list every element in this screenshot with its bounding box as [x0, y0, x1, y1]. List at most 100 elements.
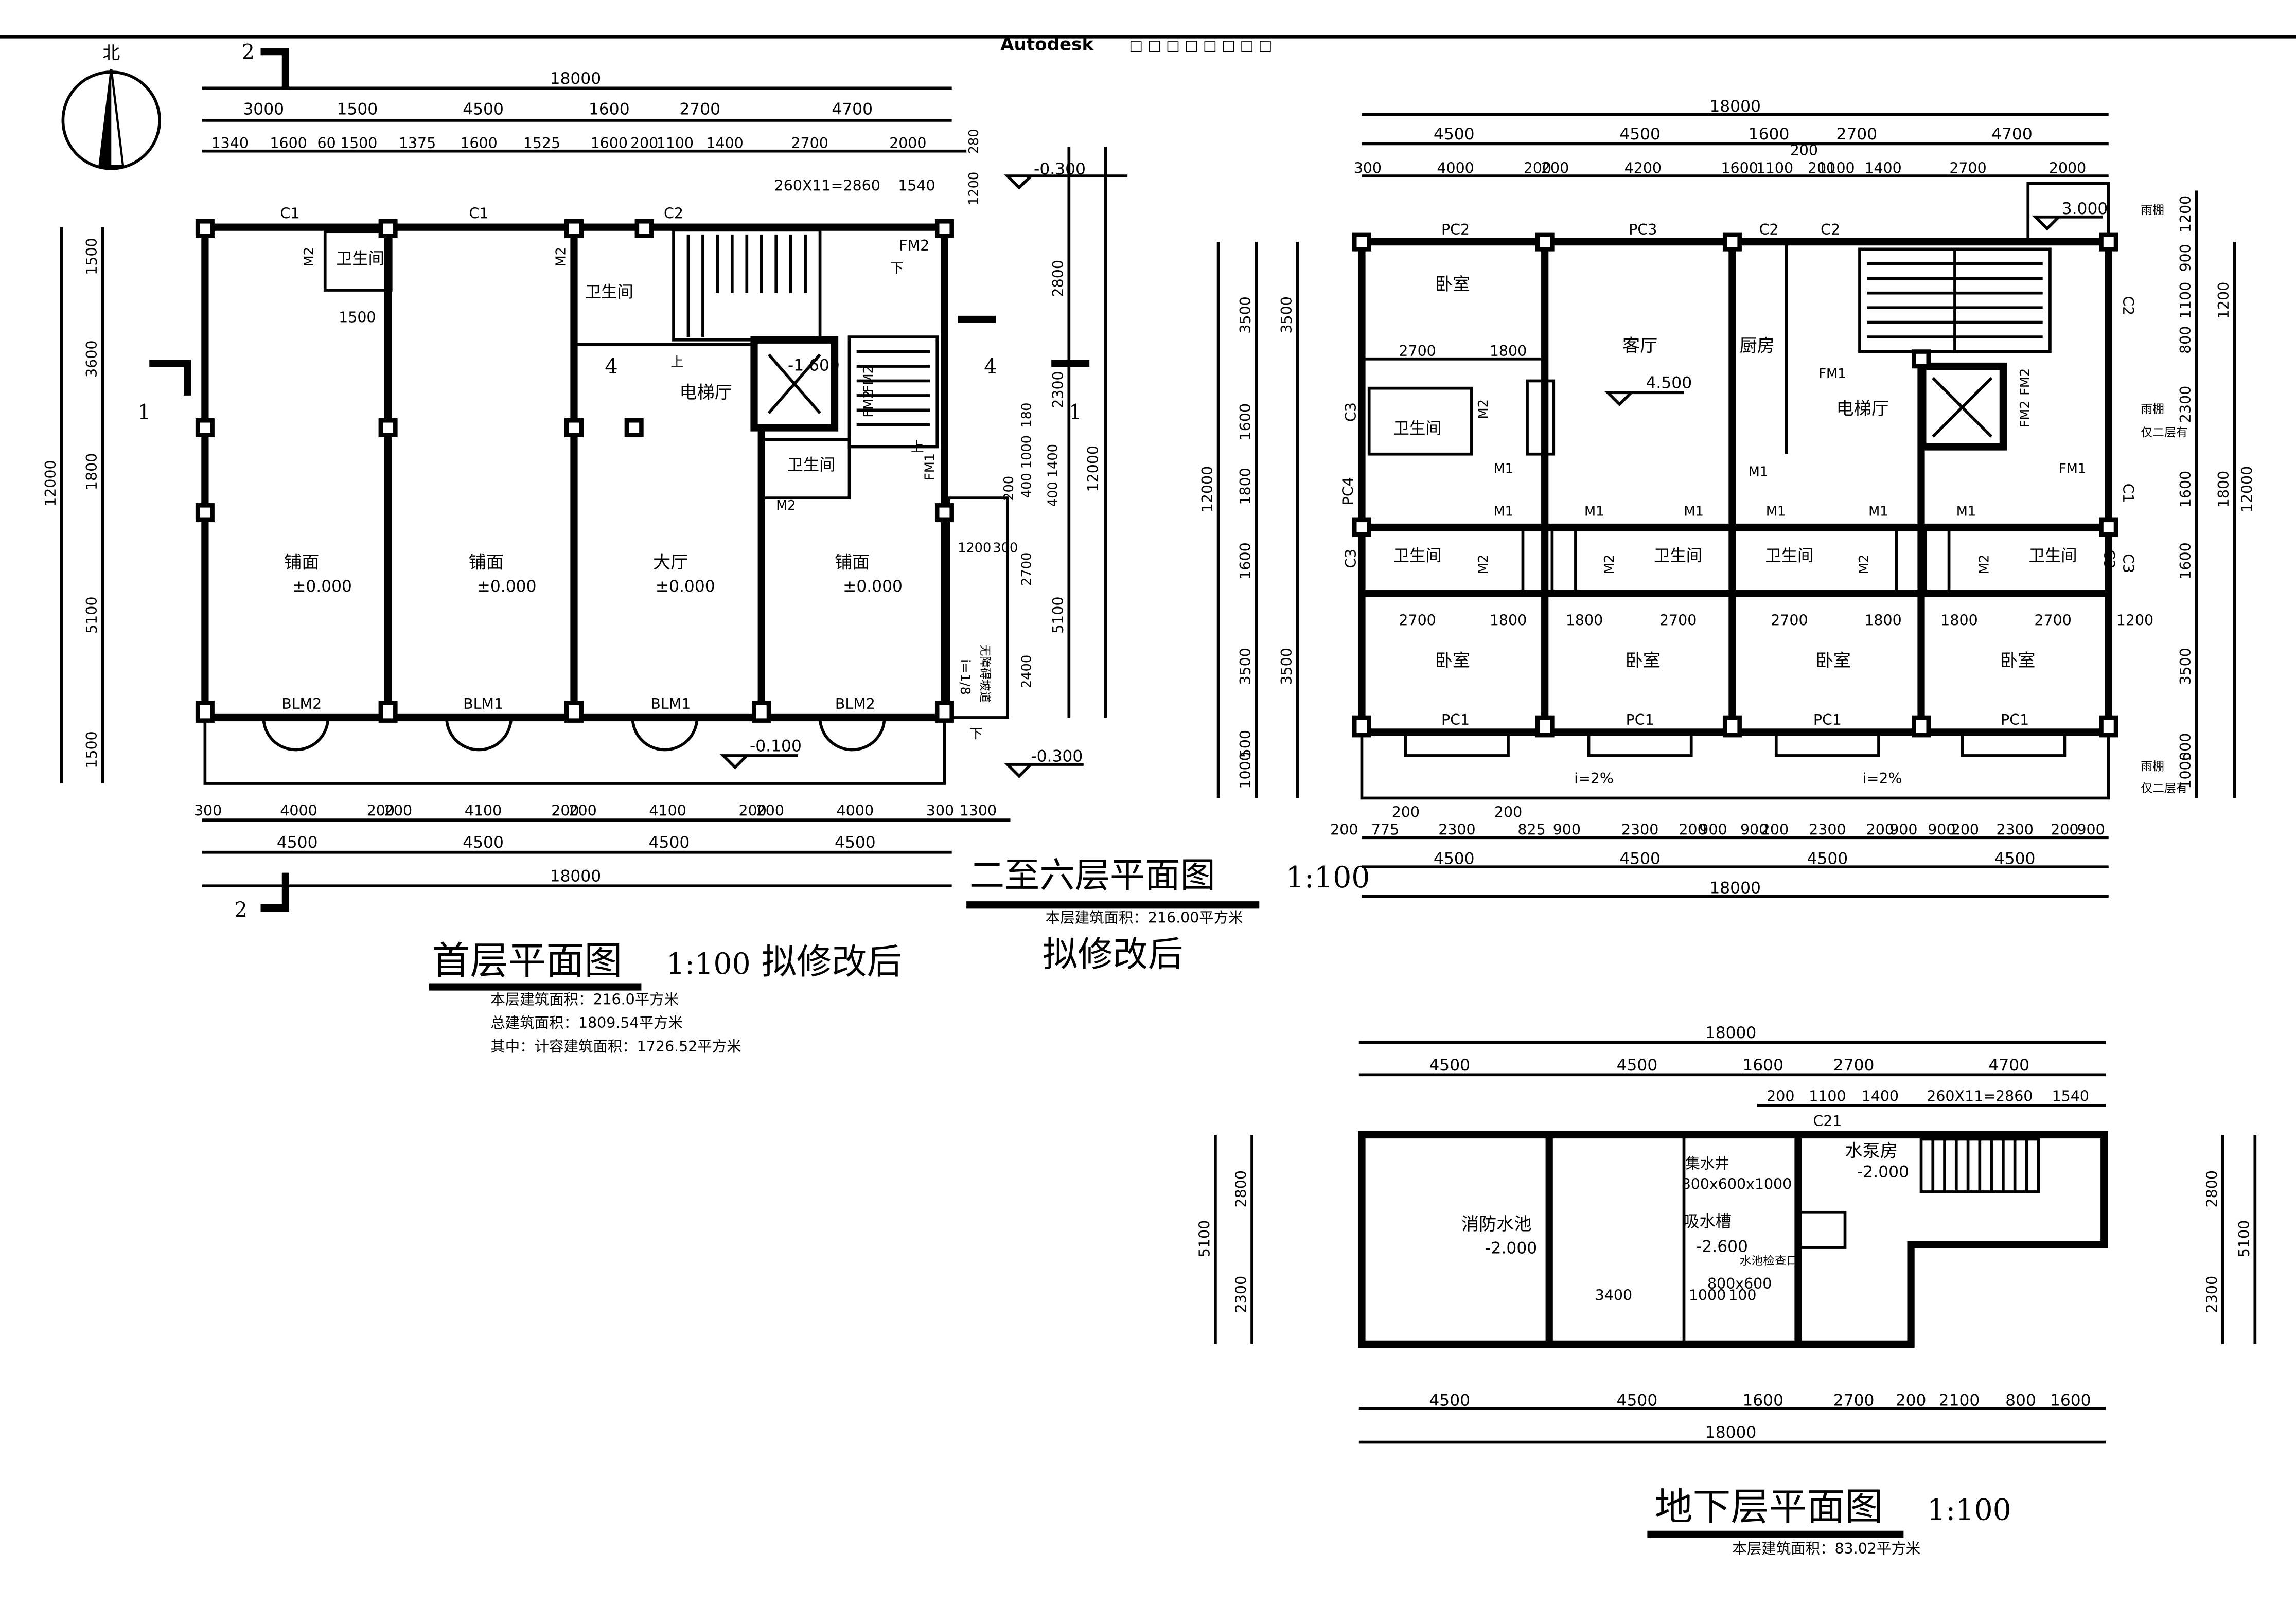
svg-text:1300: 1300: [960, 802, 997, 819]
basement-room-label: 集水井: [1685, 1155, 1729, 1172]
svg-text:60: 60: [317, 135, 335, 152]
svg-text:C3: C3: [1343, 549, 1359, 568]
svg-text:-0.300: -0.300: [1031, 747, 1083, 765]
svg-text:2: 2: [242, 40, 255, 64]
svg-text:4500: 4500: [1994, 850, 2036, 868]
svg-text:4500: 4500: [463, 833, 504, 852]
svg-text:M1: M1: [1956, 504, 1976, 519]
upper-top-dims: 18000 4500 4500 1600 2700 4700 300 4000 …: [1354, 97, 2109, 360]
ground-small-room: 电梯厅: [679, 383, 732, 403]
svg-text:18000: 18000: [1709, 879, 1761, 897]
autodesk-brand: Autodesk: [1000, 34, 1094, 55]
svg-text:2700: 2700: [1833, 1056, 1875, 1075]
svg-text:1800: 1800: [1490, 612, 1527, 629]
north-label: 北: [102, 43, 120, 63]
svg-text:4000: 4000: [1437, 159, 1474, 176]
basement-room-label: 水泵房: [1845, 1141, 1898, 1162]
svg-text:1500: 1500: [83, 238, 100, 275]
upper-room-label: 客厅: [1622, 336, 1657, 356]
ground-level-label: ±0.000: [843, 577, 903, 596]
svg-text:4500: 4500: [1429, 1391, 1470, 1409]
basement-area-line: 本层建筑面积：83.02平方米: [1732, 1540, 1920, 1557]
svg-text:500: 500: [2177, 733, 2194, 761]
svg-text:PC3: PC3: [1629, 221, 1657, 238]
basement-plan: 消防水池 水泵房 集水井 吸水槽 水池检查口 -2.000 -2.000 -2.…: [1196, 1024, 2257, 1557]
svg-text:PC1: PC1: [1813, 711, 1842, 728]
svg-text:400: 400: [1019, 473, 1034, 498]
upper-elevator: [1919, 362, 2007, 451]
basement-outer-wall: [1358, 1131, 2108, 1348]
svg-text:1800: 1800: [1940, 612, 1977, 629]
ground-door-label: BLM2: [835, 695, 875, 712]
svg-text:FM2: FM2: [861, 365, 876, 392]
ground-elevation-marks: -0.300 -0.100 -0.300 -1.600: [719, 160, 1128, 778]
svg-text:M2: M2: [1602, 555, 1617, 574]
svg-text:1600: 1600: [2050, 1391, 2091, 1409]
svg-text:4500: 4500: [463, 100, 504, 119]
ground-elevator: [750, 336, 839, 432]
upper-scale: 1:100: [1285, 861, 1370, 895]
ground-front-porch: [203, 716, 946, 785]
svg-text:C2: C2: [1821, 221, 1840, 238]
basement-level: -2.000: [1485, 1239, 1537, 1257]
svg-text:M2: M2: [302, 247, 317, 266]
svg-text:3500: 3500: [1237, 648, 1254, 685]
svg-text:2700: 2700: [1019, 552, 1034, 586]
ground-left-dims: 1500 3600 1800 5100 1500 12000: [42, 227, 104, 784]
upper-slope: i=2%: [1574, 770, 1614, 787]
upper-room-label: 卧室: [1435, 274, 1470, 295]
svg-text:下: 下: [969, 726, 983, 742]
upper-balcony-windows: [1404, 730, 2067, 757]
upper-bath-label: 卫生间: [1393, 419, 1442, 438]
basement-stair: [1919, 1137, 2040, 1193]
upper-window-labels: PC2 PC3 C2 C2 PC1 PC1 PC1 PC1 C3 C3 C3 P…: [1339, 221, 2136, 728]
svg-text:5100: 5100: [1196, 1220, 1213, 1257]
svg-text:1340: 1340: [211, 135, 249, 152]
svg-text:100: 100: [1728, 1287, 1756, 1304]
svg-text:1100: 1100: [1817, 159, 1855, 176]
svg-text:1200: 1200: [2215, 282, 2232, 319]
svg-text:4100: 4100: [465, 802, 502, 819]
basement-level: -2.600: [1696, 1238, 1748, 1256]
svg-text:1600: 1600: [1742, 1391, 1783, 1409]
basement-room-label: 消防水池: [1461, 1214, 1532, 1235]
upper-floors-plan: 卧室 客厅 厨房 电梯厅 卧室 卧室 卧室 卧室 卫生间 卫生间 卫生间 卫生间…: [966, 97, 2256, 975]
upper-room-label: 电梯厅: [1836, 399, 1888, 419]
svg-text:M2: M2: [1976, 555, 1992, 574]
upper-level: 4.500: [1646, 374, 1692, 392]
svg-text:4200: 4200: [1624, 159, 1662, 176]
svg-text:4500: 4500: [1617, 1391, 1658, 1409]
svg-text:1800: 1800: [83, 453, 100, 490]
svg-text:C2: C2: [2120, 296, 2136, 315]
svg-text:3500: 3500: [1278, 296, 1295, 333]
svg-text:1: 1: [1069, 400, 1082, 424]
svg-text:1500: 1500: [337, 100, 378, 119]
svg-text:C1: C1: [2120, 484, 2136, 503]
svg-text:900: 900: [1740, 822, 1768, 838]
svg-text:4500: 4500: [1434, 850, 1475, 868]
svg-text:1800: 1800: [1864, 612, 1901, 629]
ground-area-line: 本层建筑面积：216.0平方米: [490, 991, 679, 1008]
svg-text:1100: 1100: [1756, 159, 1793, 176]
svg-text:200: 200: [367, 802, 395, 819]
svg-text:1800: 1800: [1237, 468, 1254, 505]
ground-window-label: C1: [280, 205, 299, 222]
svg-text:PC2: PC2: [1441, 221, 1470, 238]
upper-bath-label: 卫生间: [1765, 546, 1813, 565]
ground-area-line: 其中：计容建筑面积：1726.52平方米: [490, 1038, 741, 1055]
upper-bath-label: 卫生间: [2029, 546, 2077, 565]
svg-text:2000: 2000: [889, 135, 926, 152]
ground-level-label: ±0.000: [477, 577, 537, 596]
svg-text:2700: 2700: [1399, 612, 1436, 629]
svg-text:200: 200: [1330, 822, 1358, 838]
upper-area-line: 本层建筑面积：216.00平方米: [1046, 909, 1243, 926]
svg-text:4500: 4500: [1434, 125, 1475, 144]
ground-small-room: 卫生间: [787, 456, 836, 474]
svg-text:4500: 4500: [649, 833, 690, 852]
svg-text:4: 4: [605, 355, 617, 379]
svg-text:180: 180: [1019, 403, 1034, 428]
svg-text:1200: 1200: [958, 540, 991, 556]
svg-text:1600: 1600: [591, 135, 628, 152]
svg-text:4500: 4500: [1619, 125, 1661, 144]
svg-text:FM2: FM2: [899, 237, 929, 254]
